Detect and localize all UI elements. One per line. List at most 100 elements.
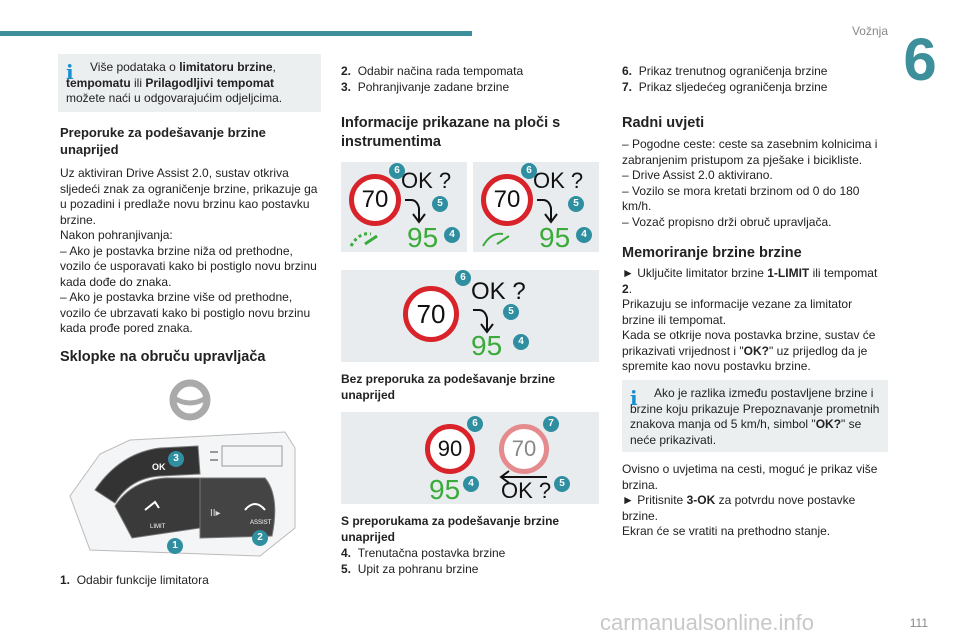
list-text: Prikaz trenutnog ograničenja brzine [638,64,828,78]
ok-query: OK ? [471,278,526,305]
end-body: Ovisno o uvjetima na cesti, moguć je pri… [622,462,888,540]
info-text: Više podataka o [90,60,180,74]
info-icon: i [66,60,74,84]
heading-operating-conditions: Radni uvjeti [622,115,705,131]
callout-5: 5 [432,196,448,212]
col3-list-top: 6. Prikaz trenutnog ograničenja brzine 7… [622,64,887,95]
page-number: 111 [909,616,928,630]
limiter-gauge-icon [349,232,378,247]
bold-text: 1-LIMIT [767,266,810,280]
callout-6: 6 [389,163,405,179]
list-number: 7. [622,79,633,94]
caption-with-recommendation: S preporukama za podešavanje brzine unap… [341,514,560,544]
callout-6: 6 [455,270,471,286]
ok-query: OK ? [501,478,552,503]
condition-item: – Vozilo se mora kretati brzinom od 0 do… [622,183,860,214]
limit-button-label: LIMIT [150,524,166,530]
paragraph: Ovisno o uvjetima na cesti, moguć je pri… [622,462,878,492]
assist-button-label: ASSIST [250,520,272,526]
list-text: Trenutačna postavka brzine [357,546,506,560]
chapter-number: 6 [903,26,937,93]
ok-query: OK ? [533,168,584,193]
paragraph: Kada se otkrije nova postavka brzine, su… [622,328,888,375]
info-text: možete naći u odgovarajućim odjeljcima. [66,91,283,105]
memorising-body: ► Uključite limitator brzine 1-LIMIT ili… [622,266,888,375]
speed-limit-sign: 70 [481,174,533,226]
condition-item: – Vozač propisno drži obruč upravljača. [622,214,832,229]
paragraph: Nakon pohranjivanja: [60,228,173,242]
list-text: Upit za pohranu brzine [357,561,479,576]
heading-speed-recommendations: Preporuke za podešavanje brzine unaprije… [60,125,266,157]
list-number: 3. [341,79,352,94]
cruise-icon [244,503,266,511]
col2-list-top: 2. Odabir načina rada tempomata 3. Pohra… [341,64,606,95]
down-arrow-icon [405,199,426,224]
info-text: ili [130,75,146,90]
bold-text: 2 [622,281,629,296]
steering-controls-illustration: OK LIMIT ASSIST II▸ [69,379,296,557]
left-arrow-icon [499,470,547,484]
col1-list: 1. Odabir funkcije limitatora [60,573,322,589]
callout-4: 4 [444,227,460,243]
text: ili tempomat [809,266,878,280]
callout-4: 4 [463,476,479,492]
steering-wheel-icon [169,379,211,421]
top-accent-bar [0,31,472,36]
ok-query: OK ? [401,168,452,193]
next-speed-limit-sign: 70 [499,424,549,474]
callout-1: 1 [167,538,183,554]
speed-limit-sign: 70 [349,174,401,226]
info-text: , [272,60,276,74]
text: " uz prijedlog da je spremite kao novu p… [622,343,868,374]
heading-memorising-speed: Memoriranje brzine brzine [622,245,802,261]
list-text: Pohranjivanje zadane brzine [357,79,510,94]
current-speed-limit-sign: 90 [425,424,475,474]
callout-6: 6 [467,416,483,432]
info-box-limiter: i Više podataka o limitatoru brzine, tem… [58,54,321,112]
down-arrow-icon [473,309,494,334]
bold-text: 3-OK [686,493,716,507]
list-number: 2. [341,64,352,78]
list-number: 6. [622,64,633,78]
callout-4: 4 [576,227,592,243]
display-panel-no-recommendation: 70 OK ? 95 [341,270,599,362]
callout-5: 5 [554,476,570,492]
list-text: Odabir načina rada tempomata [357,64,524,78]
paragraph: Uz aktiviran Drive Assist 2.0, sustav ot… [60,166,318,227]
info-bold-cruise: tempomatu [66,75,131,90]
list-number: 4. [341,546,352,560]
limiter-icon [144,500,160,511]
cruise-gauge-icon [482,232,510,247]
callout-5: 5 [568,196,584,212]
set-speed: 95 [471,330,503,361]
ok-button-label: OK [152,462,166,472]
callout-6: 6 [521,163,537,179]
text: za potvrdu nove postavke brzine. [622,493,856,523]
list-item: 7. Prikaz sljedećeg ograničenja brzine [622,80,887,96]
heading-steering-switches: Sklopke na obruču upravljača [60,349,266,365]
text: Kada se otkrije nova postavka brzine, su… [622,328,876,358]
list-number: 5. [341,561,352,576]
paragraph: – Ako je postavka brzine niža od prethod… [60,243,317,289]
list-text: Odabir funkcije limitatora [76,573,209,587]
condition-item: – Drive Assist 2.0 aktivirano. [622,168,773,182]
list-item: 4. Trenutačna postavka brzine [341,546,606,562]
set-speed: 95 [539,222,571,253]
info-bold-limiter: limitatoru brzine [179,60,273,74]
callout-5: 5 [503,304,519,320]
text: ► Uključite limitator brzine [622,266,768,280]
text: . [628,281,633,296]
list-item: 6. Prikaz trenutnog ograničenja brzine [622,64,887,80]
bold-text: OK? [743,343,769,358]
col2-list-bottom: 4. Trenutačna postavka brzine 5. Upit za… [341,546,606,577]
callout-3: 3 [168,451,184,467]
paragraph: – Ako je postavka brzine više od prethod… [60,290,311,335]
list-item: 2. Odabir načina rada tempomata [341,64,606,80]
resume-icon: II▸ [210,508,221,519]
set-speed: 95 [407,222,439,253]
set-speed: 95 [429,474,461,505]
callout-2: 2 [252,530,268,546]
list-item: 3. Pohranjivanje zadane brzine [341,80,606,96]
text: ► Pritisnite [622,493,687,507]
condition-item: – Pogodne ceste: ceste sa zasebnim kolni… [622,137,878,167]
